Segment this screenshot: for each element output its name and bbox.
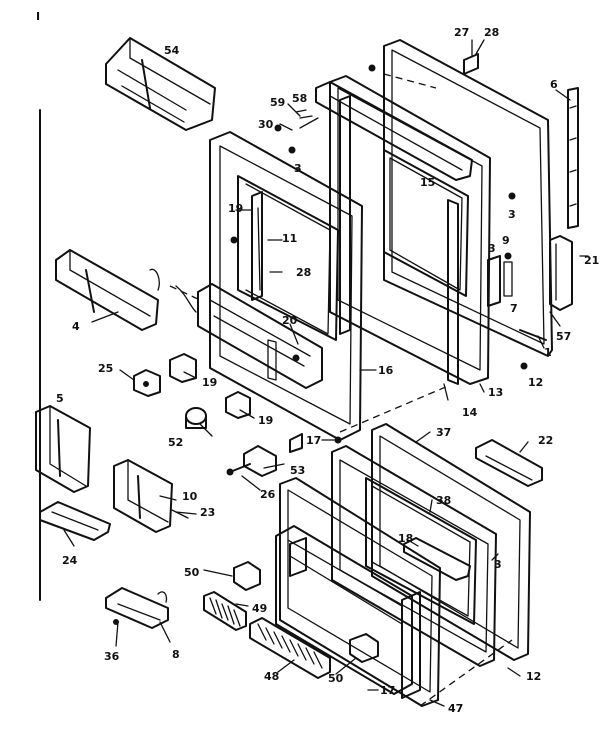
- label-19-top: 19: [228, 202, 243, 215]
- label-17-upper: 17: [306, 434, 321, 447]
- part-6-hinge-strip: [567, 87, 579, 229]
- label-17-lower: 17: [380, 684, 395, 697]
- part-54-shelf-bin: [105, 37, 216, 131]
- label-6: 6: [550, 78, 558, 91]
- label-12-lower: 12: [526, 670, 541, 683]
- label-7: 7: [510, 302, 518, 315]
- label-14: 14: [462, 406, 478, 419]
- part-50-clip-left: [233, 561, 261, 591]
- part-48-strip: [249, 617, 331, 679]
- label-24: 24: [62, 554, 78, 567]
- label-50-right: 50: [328, 672, 344, 685]
- label-48: 48: [264, 670, 279, 683]
- label-37: 37: [436, 426, 451, 439]
- label-1: 1: [544, 346, 552, 359]
- part-52-roller: [185, 407, 207, 429]
- label-19-mid: 19: [258, 414, 273, 427]
- alignment-lines: [169, 73, 513, 707]
- label-9: 9: [502, 234, 510, 247]
- label-3-upper: 3: [294, 162, 302, 175]
- label-13: 13: [488, 386, 503, 399]
- label-47: 47: [448, 702, 463, 715]
- part-18-rail: [403, 537, 471, 581]
- label-10: 10: [182, 490, 198, 503]
- label-59: 59: [270, 96, 285, 109]
- part-21-handle: [549, 235, 589, 311]
- label-12-upper: 12: [528, 376, 543, 389]
- label-3-lower: 3: [494, 558, 502, 571]
- part-13-mullion: [339, 95, 351, 335]
- label-3-latch: 3: [488, 242, 496, 255]
- upper-hardware: [274, 53, 528, 370]
- label-23: 23: [200, 506, 215, 519]
- part-22-bar: [475, 439, 543, 487]
- label-26: 26: [260, 488, 276, 501]
- part-17-screw-upper: [289, 433, 342, 453]
- label-5: 5: [56, 392, 64, 405]
- part-10-panel: [113, 459, 189, 533]
- part-5-panel: [35, 405, 91, 493]
- label-36: 36: [104, 650, 120, 663]
- label-3-right: 3: [508, 208, 516, 221]
- part-53-bracket: [243, 445, 277, 477]
- label-28-top: 28: [484, 26, 499, 39]
- part-19-clip-upper: [169, 353, 197, 383]
- part-4-shelf: [55, 249, 197, 331]
- part-36-holder: [105, 587, 169, 629]
- label-30: 30: [258, 118, 274, 131]
- label-49: 49: [252, 602, 267, 615]
- label-52: 52: [168, 436, 183, 449]
- lower-inner-door-liner: [275, 477, 441, 707]
- label-20: 20: [282, 314, 298, 327]
- leader-lines: [63, 39, 571, 707]
- label-28-mid: 28: [296, 266, 311, 279]
- part-49-strip: [203, 591, 247, 631]
- upper-door-outer-panel: [383, 39, 553, 357]
- label-16: 16: [378, 364, 394, 377]
- label-54: 54: [164, 44, 180, 57]
- label-53: 53: [290, 464, 305, 477]
- part-25-clip: [133, 369, 161, 397]
- label-21: 21: [584, 254, 599, 267]
- lower-door-gasket-frame: [331, 445, 497, 667]
- part-26-screw: [226, 463, 251, 476]
- label-18: 18: [398, 532, 413, 545]
- label-19-clip: 19: [202, 376, 217, 389]
- lower-door-outer-panel: [371, 423, 531, 661]
- label-27: 27: [454, 26, 469, 39]
- label-22: 22: [538, 434, 553, 447]
- part-24-tray: [39, 501, 111, 541]
- corner-mark: I: [36, 10, 40, 23]
- part-number-labels: I 54 27 28 6 59 58 30 3 15 3 19 11 28 3 …: [36, 10, 599, 715]
- label-50-left: 50: [184, 566, 200, 579]
- part-50-clip-right: [349, 633, 379, 663]
- label-57: 57: [556, 330, 571, 343]
- label-8: 8: [172, 648, 180, 661]
- label-25: 25: [98, 362, 113, 375]
- upper-inner-door-liner: [197, 131, 363, 441]
- part-15-top-bar: [315, 81, 473, 181]
- label-4: 4: [72, 320, 80, 333]
- label-15: 15: [420, 176, 435, 189]
- label-38: 38: [436, 494, 451, 507]
- label-58: 58: [292, 92, 307, 105]
- part-19-clip-mid: [225, 391, 251, 419]
- part-7-latch: [487, 255, 513, 307]
- label-11: 11: [282, 232, 297, 245]
